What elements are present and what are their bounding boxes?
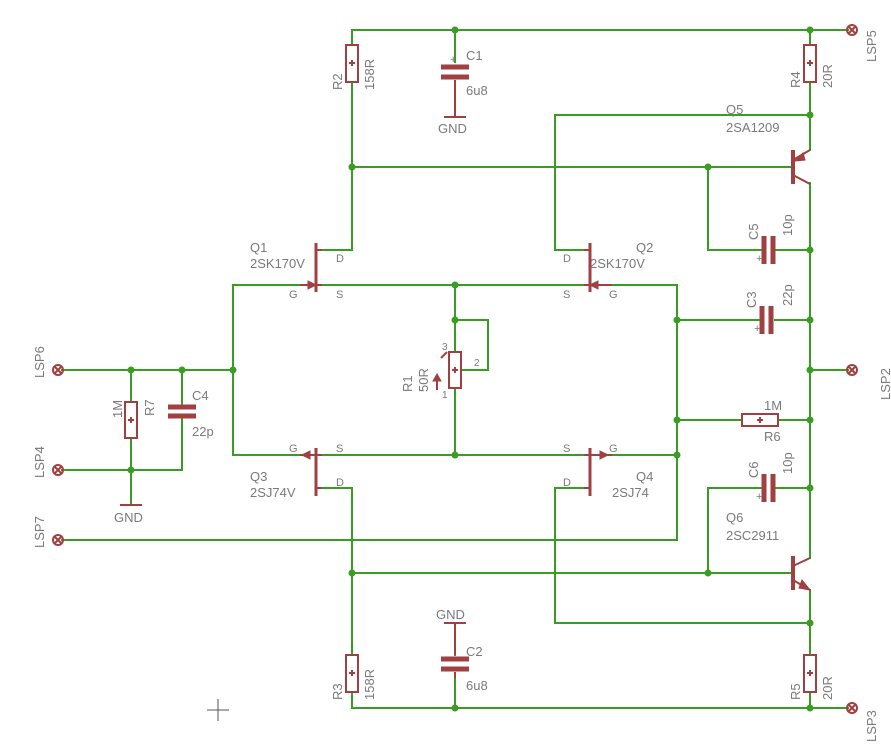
jfet-q1[interactable]: Q1 2SK170V D G S xyxy=(250,240,344,301)
svg-text:+: + xyxy=(756,253,762,265)
r6-value: 1M xyxy=(764,398,782,413)
resistor-r6[interactable]: 1M R6 xyxy=(741,398,782,444)
r6-name: R6 xyxy=(764,429,781,444)
q4-name: Q4 xyxy=(636,469,653,484)
c1-gnd: GND xyxy=(438,121,467,136)
c5-value: 10p xyxy=(780,214,795,236)
r7-gnd: GND xyxy=(114,510,143,525)
r7-name: R7 xyxy=(142,399,157,416)
connector-lsp3[interactable]: LSP3 xyxy=(846,702,879,742)
c6-name: C6 xyxy=(746,461,761,478)
q4-value: 2SJ74 xyxy=(612,485,649,500)
c2-value: 6u8 xyxy=(466,678,488,693)
svg-text:D: D xyxy=(336,253,344,265)
r3-value: 158R xyxy=(362,669,377,700)
c2-name: C2 xyxy=(466,644,483,659)
svg-text:G: G xyxy=(289,443,298,455)
lsp4-label: LSP4 xyxy=(32,446,47,478)
q6-name: Q6 xyxy=(726,510,743,525)
svg-text:+: + xyxy=(754,323,760,335)
lsp3-label: LSP3 xyxy=(864,710,879,742)
svg-text:G: G xyxy=(609,443,618,455)
svg-text:+: + xyxy=(450,54,456,66)
capacitor-c1[interactable]: + C1 6u8 GND xyxy=(438,48,488,136)
jfet-q3[interactable]: Q3 2SJ74V G S D xyxy=(250,443,344,500)
c1-name: C1 xyxy=(466,48,483,63)
r4-name: R4 xyxy=(788,71,803,88)
q6-value: 2SC2911 xyxy=(726,528,779,543)
svg-text:D: D xyxy=(563,253,571,265)
q5-value: 2SA1209 xyxy=(726,120,780,135)
connector-lsp6[interactable]: LSP6 xyxy=(32,346,64,378)
junctions xyxy=(127,26,814,712)
q1-name: Q1 xyxy=(250,240,267,255)
r5-value: 20R xyxy=(820,676,835,700)
bjt-q6[interactable]: Q6 2SC2911 xyxy=(726,510,812,591)
trimmer-r1[interactable]: 3 1 2 R1 50R xyxy=(400,342,480,401)
r2-name: R2 xyxy=(330,73,345,90)
c1-value: 6u8 xyxy=(466,83,488,98)
r1-value: 50R xyxy=(416,368,431,392)
r7-value: 1M xyxy=(110,400,125,418)
svg-text:S: S xyxy=(563,289,570,301)
svg-text:S: S xyxy=(563,443,570,455)
q2-name: Q2 xyxy=(636,240,653,255)
bjt-q5[interactable]: Q5 2SA1209 xyxy=(726,102,811,185)
c3-name: C3 xyxy=(744,291,759,308)
lsp6-label: LSP6 xyxy=(32,346,47,378)
r1-pin1: 1 xyxy=(442,390,448,401)
connector-lsp2[interactable]: LSP2 xyxy=(846,364,891,400)
c3-value: 22p xyxy=(780,284,795,306)
r4-value: 20R xyxy=(820,64,835,88)
r1-pin3: 3 xyxy=(442,342,448,353)
q3-name: Q3 xyxy=(250,469,267,484)
capacitor-c4[interactable]: C4 22p xyxy=(168,388,214,439)
crosshair-cursor-icon xyxy=(207,699,229,721)
capacitor-c6[interactable]: + C6 10p xyxy=(746,452,795,503)
connector-lsp7[interactable]: LSP7 xyxy=(32,516,64,548)
resistor-r7[interactable]: 1M R7 xyxy=(110,399,157,439)
lsp7-label: LSP7 xyxy=(32,516,47,548)
c5-name: C5 xyxy=(746,223,761,240)
q1-value: 2SK170V xyxy=(250,256,305,271)
q3-value: 2SJ74V xyxy=(250,485,296,500)
capacitor-c5[interactable]: + C5 10p xyxy=(746,214,795,265)
jfet-q2[interactable]: Q2 2SK170V D S G xyxy=(563,240,653,301)
svg-text:D: D xyxy=(336,477,344,489)
svg-text:D: D xyxy=(563,477,571,489)
lsp5-label: LSP5 xyxy=(864,30,879,62)
c4-name: C4 xyxy=(192,388,209,403)
jfet-q4[interactable]: Q4 2SJ74 S G D xyxy=(563,443,653,500)
svg-text:G: G xyxy=(289,289,298,301)
gnd-symbol-r7: GND xyxy=(114,504,143,525)
svg-text:S: S xyxy=(336,289,343,301)
r5-name: R5 xyxy=(788,683,803,700)
connector-lsp4[interactable]: LSP4 xyxy=(32,446,64,478)
resistor-r4[interactable]: R4 20R xyxy=(788,44,835,88)
r1-pin2: 2 xyxy=(474,358,480,369)
r1-name: R1 xyxy=(400,375,415,392)
r3-name: R3 xyxy=(330,683,345,700)
resistor-r5[interactable]: R5 20R xyxy=(788,654,835,700)
resistor-r3[interactable]: R3 158R xyxy=(330,654,377,700)
svg-text:+: + xyxy=(756,491,762,503)
lsp2-label: LSP2 xyxy=(878,368,891,400)
capacitor-c2[interactable]: GND C2 6u8 xyxy=(436,607,488,693)
c4-value: 22p xyxy=(192,424,214,439)
q2-value: 2SK170V xyxy=(590,256,645,271)
c2-gnd: GND xyxy=(436,607,465,622)
r2-value: 158R xyxy=(362,59,377,90)
svg-text:G: G xyxy=(609,289,618,301)
connector-lsp5[interactable]: LSP5 xyxy=(846,24,879,62)
c6-value: 10p xyxy=(780,452,795,474)
q5-name: Q5 xyxy=(726,102,743,117)
resistor-r2[interactable]: R2 158R xyxy=(330,44,377,90)
capacitor-c3[interactable]: + C3 22p xyxy=(744,284,795,335)
svg-text:S: S xyxy=(336,443,343,455)
